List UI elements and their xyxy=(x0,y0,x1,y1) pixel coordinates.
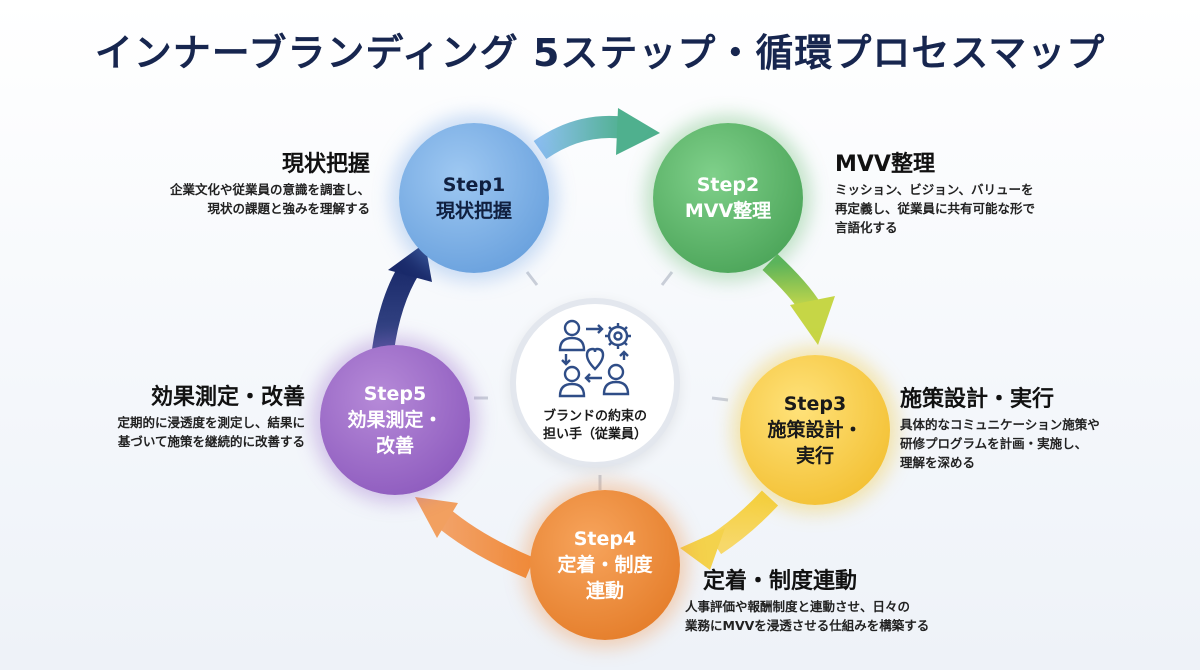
step5-node: Step5 効果測定・ 改善 xyxy=(320,345,470,495)
step5-label: Step5 xyxy=(363,383,427,405)
step1-name: 現状把握 xyxy=(435,200,512,222)
step5-desc-line: 基づいて施策を継続的に改善する xyxy=(117,434,305,449)
step3-desc-line: 具体的なコミュニケーション施策や xyxy=(900,417,1100,432)
arrow-step1-to-step2 xyxy=(533,115,627,160)
arrow-head-step5 xyxy=(415,497,458,538)
arrow-step4-to-step5 xyxy=(432,506,535,579)
step3-desc-line: 理解を深める xyxy=(900,455,976,470)
step4-desc-title: 定着・制度連動 xyxy=(703,569,858,594)
center-hub: ブランドの約束の 担い手（従業員） xyxy=(510,298,680,468)
step4-desc-line: 業務にMVVを浸透させる仕組みを構築する xyxy=(685,618,930,633)
arrow-head-step1 xyxy=(388,243,432,282)
step2-name: MVV整理 xyxy=(684,200,772,222)
step1-node: Step1 現状把握 xyxy=(399,123,549,273)
center-caption: ブランドの約束の 担い手（従業員） xyxy=(543,408,647,444)
connector-tick xyxy=(525,271,539,286)
step4-name-line1: 定着・制度 xyxy=(557,554,653,576)
step1-desc-line: 現状の課題と強みを理解する xyxy=(207,201,370,216)
step3-desc-line: 研修プログラムを計画・実施し、 xyxy=(900,436,1088,451)
step2-description: MVV整理 ミッション、ビジョン、バリューを 再定義し、従業員に共有可能な形で … xyxy=(835,150,1165,237)
step5-desc-line: 定期的に浸透度を測定し、結果に xyxy=(117,415,305,430)
step2-desc-title: MVV整理 xyxy=(835,152,935,177)
step4-description: 定着・制度連動 人事評価や報酬制度と連動させ、日々の 業務にMVVを浸透させる仕… xyxy=(685,567,1015,635)
center-caption-line2: 担い手（従業員） xyxy=(542,427,647,442)
step5-desc-title: 効果測定・改善 xyxy=(150,385,305,410)
arrow-step3-to-step4 xyxy=(708,490,779,555)
step1-description: 現状把握 企業文化や従業員の意識を調査し、 現状の課題と強みを理解する xyxy=(40,150,370,218)
step2-desc-line: ミッション、ビジョン、バリューを xyxy=(835,182,1034,197)
step1-desc-title: 現状把握 xyxy=(281,152,370,177)
center-caption-line1: ブランドの約束の xyxy=(542,409,647,424)
step4-desc-line: 人事評価や報酬制度と連動させ、日々の xyxy=(685,599,911,614)
step3-desc-title: 施策設計・実行 xyxy=(900,387,1055,412)
arrow-head-step4 xyxy=(680,528,725,570)
connector-tick xyxy=(711,396,729,402)
step2-label: Step2 xyxy=(696,174,760,196)
step3-name-line2: 実行 xyxy=(795,445,834,467)
step2-node: Step2 MVV整理 xyxy=(653,123,803,273)
arrow-step5-to-step1 xyxy=(372,262,420,352)
arrow-head-step3 xyxy=(790,296,835,345)
arrow-head-step2 xyxy=(616,108,660,155)
step5-description: 効果測定・改善 定期的に浸透度を測定し、結果に 基づいて施策を継続的に改善する xyxy=(25,383,305,451)
step4-node: Step4 定着・制度 連動 xyxy=(530,490,680,640)
step1-desc-line: 企業文化や従業員の意識を調査し、 xyxy=(169,182,370,197)
step4-name-line2: 連動 xyxy=(585,580,624,602)
step5-name-line1: 効果測定・ xyxy=(347,409,443,431)
step1-label: Step1 xyxy=(442,174,506,196)
step5-name-line2: 改善 xyxy=(375,435,414,457)
team-heart-gear-icon xyxy=(558,319,631,398)
step3-description: 施策設計・実行 具体的なコミュニケーション施策や 研修プログラムを計画・実施し、… xyxy=(900,385,1190,472)
step3-node: Step3 施策設計・ 実行 xyxy=(740,355,890,505)
step3-label: Step3 xyxy=(783,393,847,415)
step4-label: Step4 xyxy=(573,528,637,550)
step3-name-line1: 施策設計・ xyxy=(767,419,863,441)
step2-desc-line: 言語化する xyxy=(835,220,898,235)
connector-tick xyxy=(660,271,674,286)
page-title: インナーブランディング 5ステップ・循環プロセスマップ xyxy=(94,31,1106,75)
step2-desc-line: 再定義し、従業員に共有可能な形で xyxy=(835,201,1036,216)
